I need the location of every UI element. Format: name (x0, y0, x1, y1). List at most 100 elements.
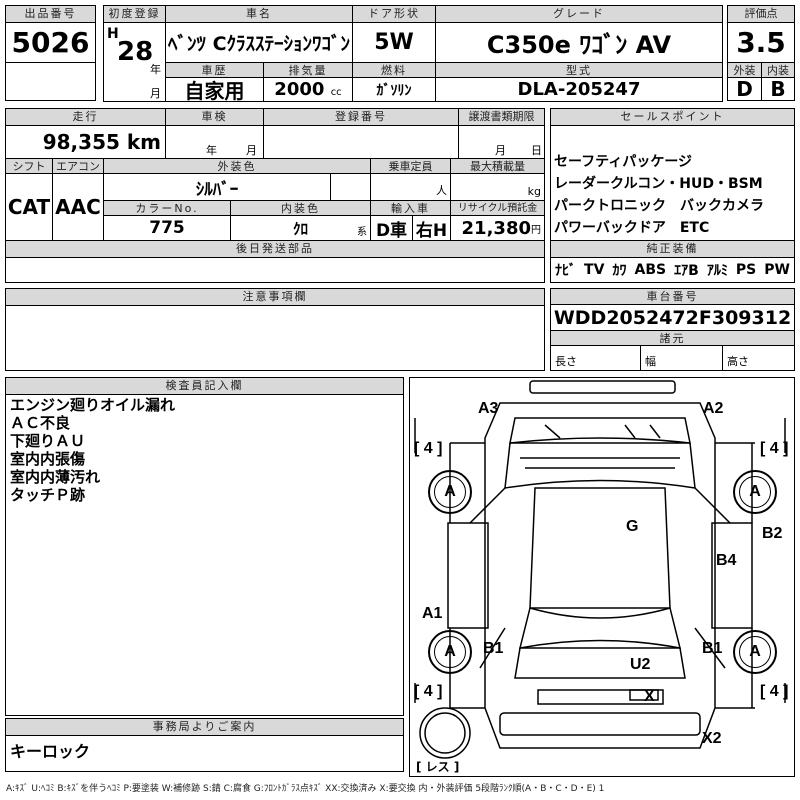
inspection-month-unit: 月 (246, 144, 257, 157)
chassis-label: 車台番号 (550, 288, 795, 305)
door-label: ドア形状 (352, 5, 436, 23)
car-name-label: 車名 (165, 5, 353, 23)
doc-deadline-label: 譲渡書類期限 (458, 108, 545, 126)
office-label: 事務局よりご案内 (5, 718, 404, 736)
length-cell: 長さ (550, 345, 641, 371)
legend: A:ｷｽﾞ U:ﾍｺﾐ B:ｷｽﾞを伴うﾍｺﾐ P:要塗装 W:補修跡 S:錆 … (6, 784, 605, 794)
model-label: 型式 (435, 62, 723, 78)
tire-front-right: A (733, 470, 777, 514)
inspection-cell: 年 月 (165, 125, 264, 159)
equipment-item: ｱﾙﾐ (706, 263, 728, 279)
ext-color: ｼﾙﾊﾞｰ (103, 173, 331, 201)
mark-b4: B4 (716, 552, 737, 569)
displacement-unit: cc (330, 87, 342, 98)
lot-number: 5026 (5, 22, 96, 63)
import-label: 輸入車 (370, 200, 451, 216)
ext-color-extra (330, 173, 371, 201)
sales-point: レーダークルコン・HUD・BSM (554, 176, 763, 192)
mark-b2: B2 (762, 525, 783, 542)
chassis-number: WDD2052472F309312 (550, 304, 795, 331)
equipment-item: PW (764, 262, 790, 278)
equipment-item: PS (735, 262, 757, 278)
deadline-day-unit: 日 (531, 144, 542, 157)
mark-x2: X2 (702, 730, 722, 747)
reg-no-label: 登録番号 (263, 108, 459, 126)
specs-label: 諸元 (550, 330, 795, 346)
era: H (107, 26, 119, 42)
displacement: 2000 cc (263, 77, 353, 102)
history-label: 車歴 (165, 62, 264, 78)
int-color-label: 内装色 (230, 200, 371, 216)
inspector-line: エンジン廻りオイル漏れ (10, 396, 176, 414)
car-name: ﾍﾞﾝﾂ Cｸﾗｽｽﾃｰｼｮﾝﾜｺﾞﾝ (165, 22, 353, 63)
office-note: キーロック (5, 735, 404, 772)
sales-point: セーフティパッケージ (554, 154, 693, 170)
later-parts-label: 後日発送部品 (5, 240, 545, 258)
month-unit: 月 (150, 87, 161, 100)
tire-depth-value: 4 (423, 683, 433, 700)
notes-label: 注意事項欄 (5, 288, 545, 306)
inspector-notes: エンジン廻りオイル漏れ ＡＣ不良 下廻りＡＵ 室内内張傷 室内内薄汚れ タッチＰ… (5, 394, 404, 716)
reg-no-cell (263, 125, 459, 159)
width-cell: 幅 (640, 345, 723, 371)
history: 自家用 (165, 77, 264, 103)
equipment-item: ABS (634, 262, 667, 278)
int-color: ｸﾛ系 (230, 215, 371, 241)
equipment-item: ｴｱB (674, 263, 699, 279)
inspection-label: 車検 (165, 108, 264, 126)
later-parts (5, 257, 545, 283)
grade-label: グレード (435, 5, 723, 23)
max-load-unit: kg (527, 185, 541, 198)
ext-color-label: 外装色 (103, 158, 371, 174)
tire-depth-rr: [ 4 ] (760, 683, 789, 700)
ac: AAC (52, 173, 104, 241)
int-score-label: 内装 (761, 62, 795, 78)
mark-a2: A2 (703, 400, 724, 417)
equipment-item: TV (584, 262, 605, 278)
tire-depth-value: 4 (423, 440, 433, 457)
first-reg-label: 初度登録 (103, 5, 166, 23)
tire-depth-fl: [ 4 ] (414, 440, 443, 457)
max-load-cell: kg (450, 173, 545, 201)
first-reg-cell: H 28 年 月 (103, 22, 166, 102)
color-no: 775 (103, 215, 231, 241)
sales-points: セーフティパッケージ レーダークルコン・HUD・BSM パークトロニック バック… (550, 125, 795, 241)
notes (5, 305, 545, 371)
inspector-label: 検査員記入欄 (5, 377, 404, 395)
max-load-label: 最大積載量 (450, 158, 545, 174)
inspector-line: 室内内張傷 (10, 450, 86, 468)
mark-a3: A3 (478, 400, 499, 417)
year-unit: 年 (150, 63, 161, 76)
color-no-label: カラーNo. (103, 200, 231, 216)
equipment-item: ｶﾜ (612, 263, 627, 279)
ext-score: D (727, 77, 762, 101)
tire-front-left: A (428, 470, 472, 514)
int-color-unit: 系 (357, 227, 367, 238)
deadline-month-unit: 月 (495, 144, 506, 157)
score-label: 評価点 (727, 5, 795, 23)
spare-tire: [ レス ] (416, 760, 460, 774)
inspector-line: タッチＰ跡 (10, 486, 86, 504)
spare-value: レス (425, 760, 450, 774)
tire-depth-value: 4 (769, 440, 779, 457)
fuel-label: 燃料 (352, 62, 436, 78)
door-type: 5W (352, 22, 436, 63)
mark-x: X (644, 688, 655, 705)
car-outline (414, 380, 786, 759)
mark-u2: U2 (630, 656, 651, 673)
ac-label: エアコン (52, 158, 104, 174)
tire-depth-value: 4 (769, 683, 779, 700)
import-dealer: D車 (370, 215, 413, 241)
tire-rear-left: A (428, 630, 472, 674)
shift: CAT (5, 173, 53, 241)
year: 28 (117, 37, 154, 67)
score: 3.5 (727, 22, 795, 63)
fuel: ｶﾞｿﾘﾝ (352, 77, 436, 102)
grade: C350e ﾜｺﾞﾝ AV (435, 22, 723, 63)
height-cell: 高さ (722, 345, 795, 371)
mark-b1-right: B1 (702, 640, 723, 657)
displacement-value: 2000 (274, 79, 325, 100)
equipment: ﾅﾋﾞ TV ｶﾜ ABS ｴｱB ｱﾙﾐ PS PW (550, 257, 795, 283)
inspection-year-unit: 年 (206, 144, 217, 157)
